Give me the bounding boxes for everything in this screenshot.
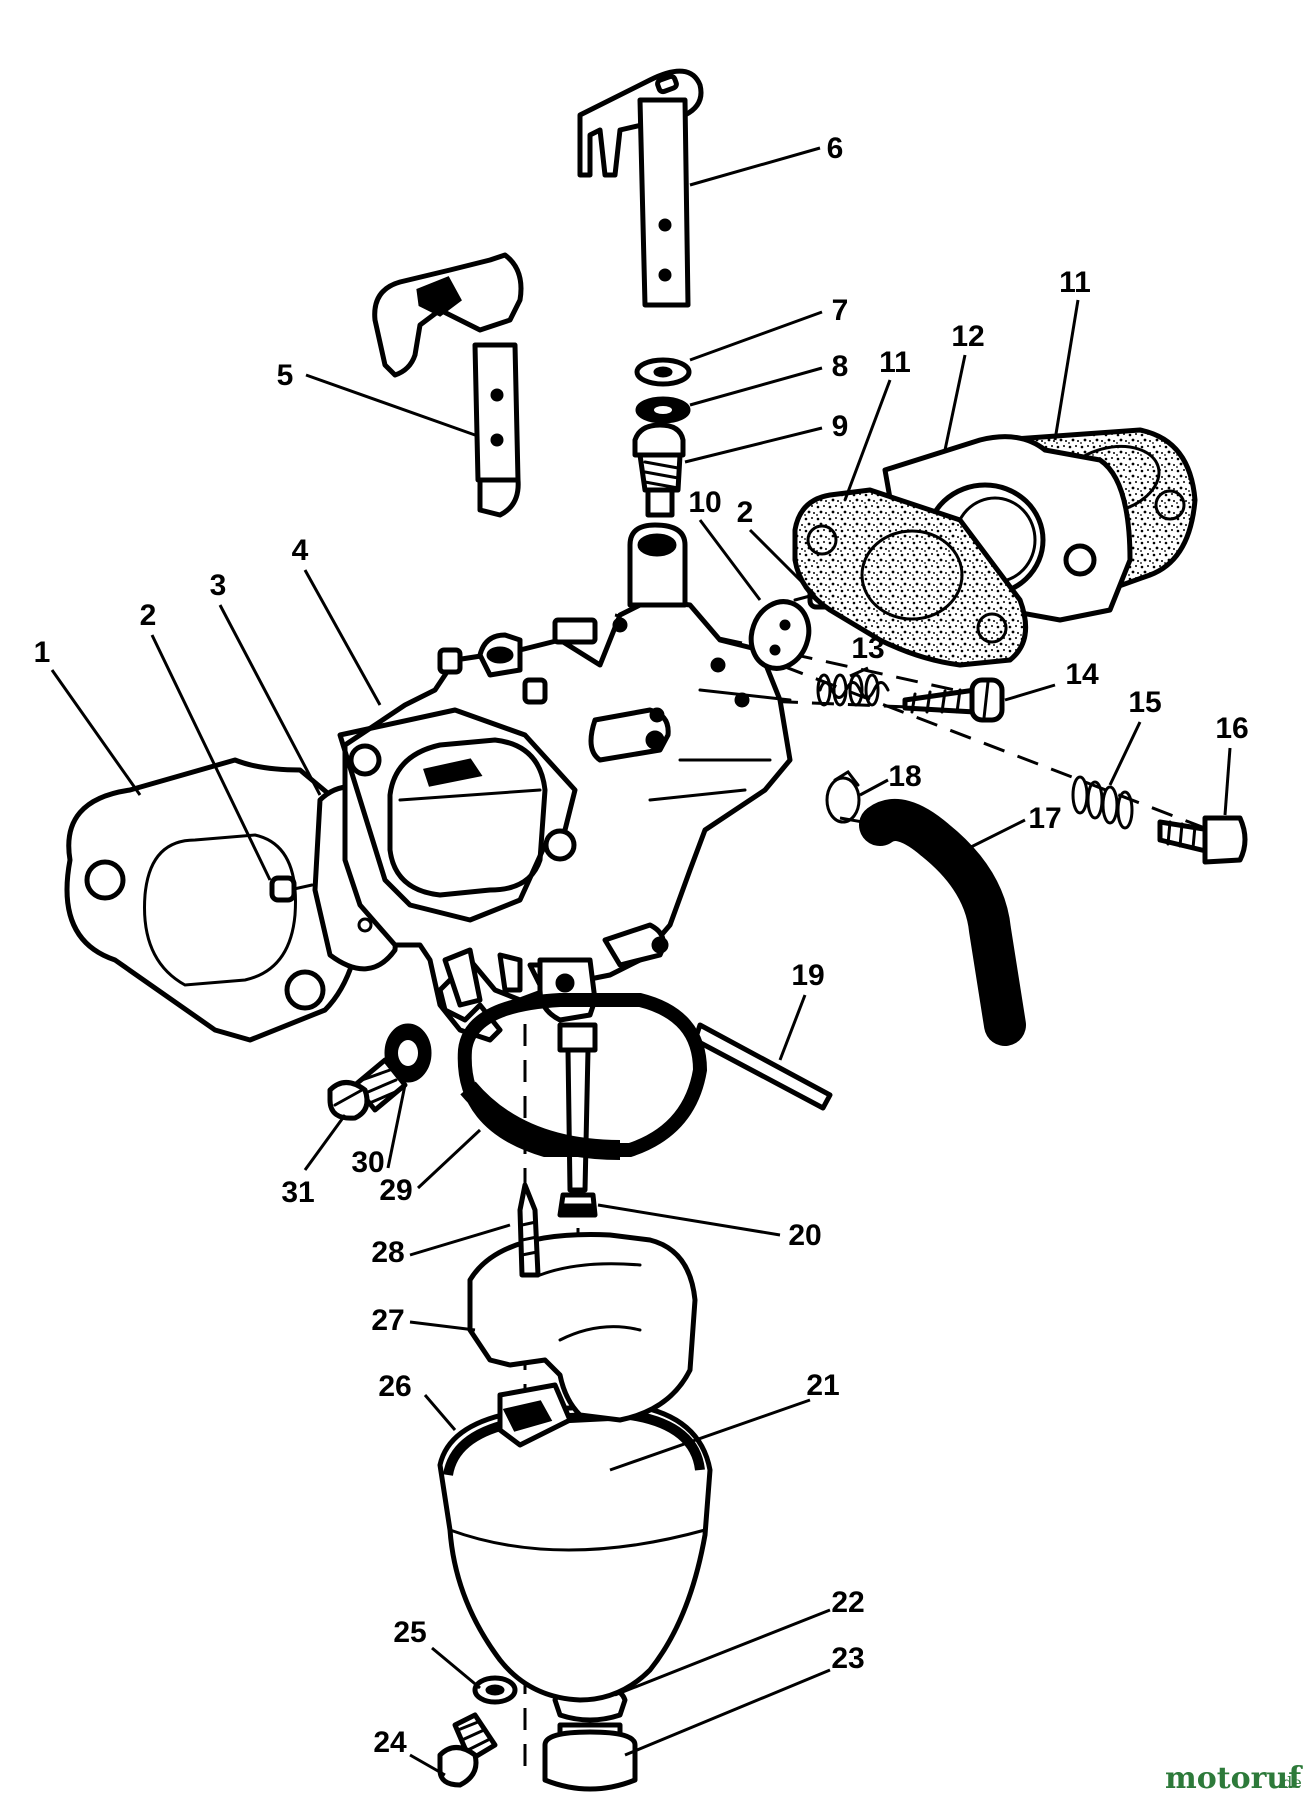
part-7-washer xyxy=(634,357,692,387)
part-10-plate xyxy=(748,599,812,671)
callout-24: 24 xyxy=(373,1726,407,1759)
callout-27: 27 xyxy=(371,1304,404,1337)
callout-2-right: 2 xyxy=(737,496,754,529)
callout-15: 15 xyxy=(1128,686,1161,719)
callout-3: 3 xyxy=(210,569,227,602)
callout-14: 14 xyxy=(1065,658,1099,691)
callout-22: 22 xyxy=(831,1586,864,1619)
watermark-brand: motoruf xyxy=(1165,1761,1303,1796)
callout-28: 28 xyxy=(371,1236,404,1269)
part-28-inlet-needle xyxy=(517,1182,541,1278)
callout-29: 29 xyxy=(379,1174,412,1207)
part-24-drain-screw xyxy=(437,1712,498,1788)
callout-12: 12 xyxy=(951,320,984,353)
callout-17: 17 xyxy=(1028,802,1061,835)
callout-2-left: 2 xyxy=(140,599,157,632)
part-6-throttle-shaft xyxy=(577,68,704,308)
callout-31: 31 xyxy=(281,1176,314,1209)
leader-lines xyxy=(50,146,1232,1777)
part-14-idle-screw xyxy=(902,677,1005,723)
part-8-seal xyxy=(635,396,691,424)
callout-30: 30 xyxy=(351,1146,384,1179)
callout-4: 4 xyxy=(292,534,309,567)
part-18-clamp xyxy=(825,770,861,824)
callout-1: 1 xyxy=(34,636,51,669)
part-16-mixture-screw xyxy=(1157,815,1248,865)
part-29-bowl-gasket xyxy=(457,993,708,1160)
watermark: motoruf .de xyxy=(1165,1761,1303,1796)
watermark-suffix: .de xyxy=(1277,1773,1302,1792)
callout-9: 9 xyxy=(832,410,849,443)
part-13-spring xyxy=(816,673,890,707)
callout-13: 13 xyxy=(851,632,884,665)
callout-8: 8 xyxy=(832,350,849,383)
callout-7: 7 xyxy=(832,294,849,327)
part-11-gasket-front xyxy=(792,487,1029,668)
callout-10: 10 xyxy=(688,486,721,519)
part-17-fuel-line xyxy=(859,799,1026,1046)
callout-21: 21 xyxy=(806,1369,839,1402)
part-1-flange-gasket xyxy=(64,757,366,1043)
callout-19: 19 xyxy=(791,959,824,992)
callout-11-rear: 11 xyxy=(1059,266,1091,299)
callout-20: 20 xyxy=(788,1219,821,1252)
part-30-washer xyxy=(384,1023,432,1083)
part-5-choke-shaft xyxy=(372,252,524,518)
callout-16: 16 xyxy=(1215,712,1248,745)
part-25-drain-washer xyxy=(472,1675,518,1705)
part-9-fitting xyxy=(632,422,686,518)
part-27-float xyxy=(467,1232,698,1448)
callout-18: 18 xyxy=(888,760,921,793)
callout-labels: 1 2 3 4 5 6 7 8 9 10 2 11 12 11 13 14 15… xyxy=(34,132,1249,1759)
part-4-carburetor-body xyxy=(337,522,793,1043)
part-2-screw-left xyxy=(269,875,314,903)
part-15-spring xyxy=(1071,775,1134,830)
part-23-bowl-nut xyxy=(542,1722,638,1792)
callout-23: 23 xyxy=(831,1642,864,1675)
callout-6: 6 xyxy=(827,132,844,165)
callout-26: 26 xyxy=(378,1370,411,1403)
part-31-main-jet-screw xyxy=(327,1057,408,1121)
part-19-pin xyxy=(692,1022,833,1111)
part-20-float-needle xyxy=(557,1022,598,1218)
callout-25: 25 xyxy=(393,1616,426,1649)
callout-5: 5 xyxy=(277,359,294,392)
callout-11-front: 11 xyxy=(879,346,911,379)
